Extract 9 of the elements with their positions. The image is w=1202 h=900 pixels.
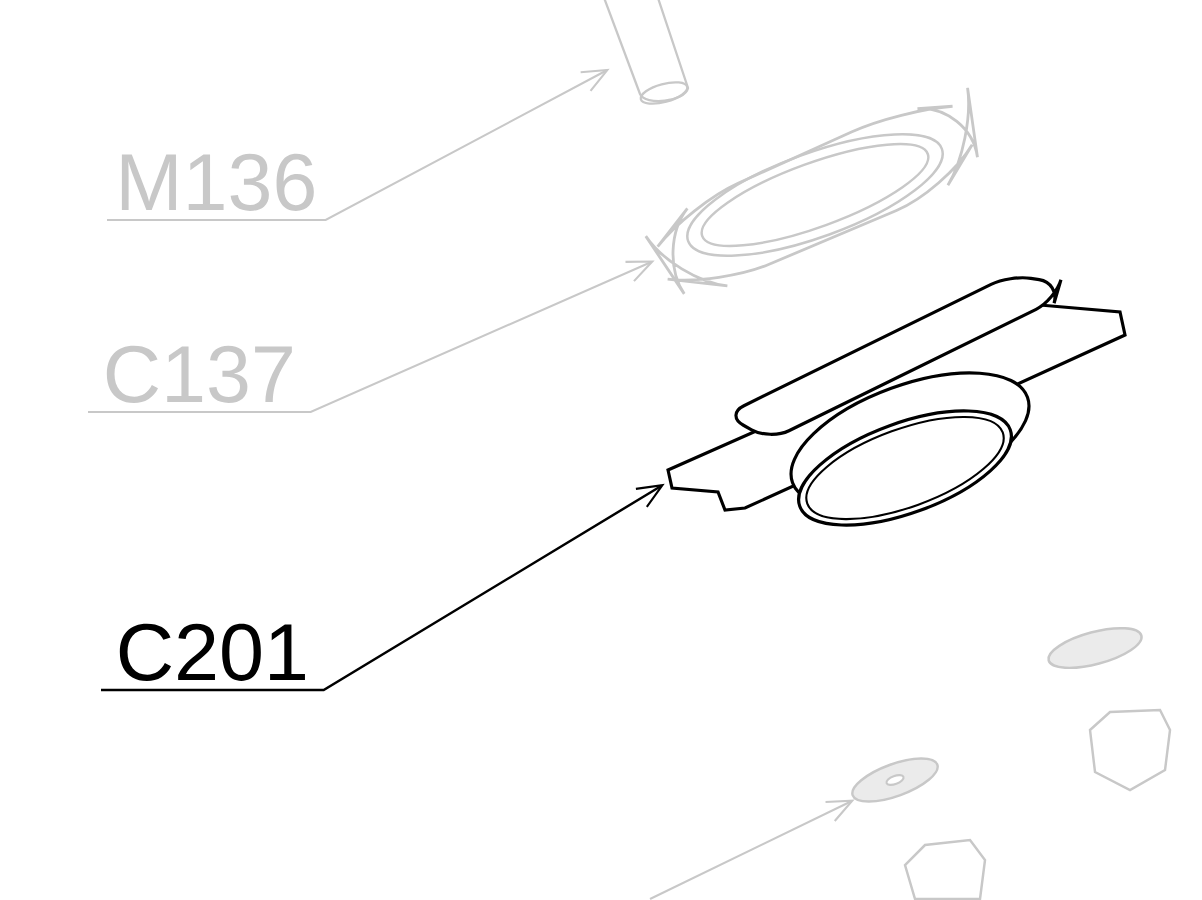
leader-line	[107, 68, 610, 222]
callout-label: C201	[119, 623, 305, 681]
leader-line	[88, 260, 655, 414]
gasket-drawing	[644, 86, 979, 296]
leader-line	[649, 799, 855, 900]
leader-line	[101, 483, 665, 692]
washer-drawing	[851, 757, 939, 803]
pin-drawing	[601, 0, 690, 105]
flange-drawing	[666, 276, 1127, 527]
